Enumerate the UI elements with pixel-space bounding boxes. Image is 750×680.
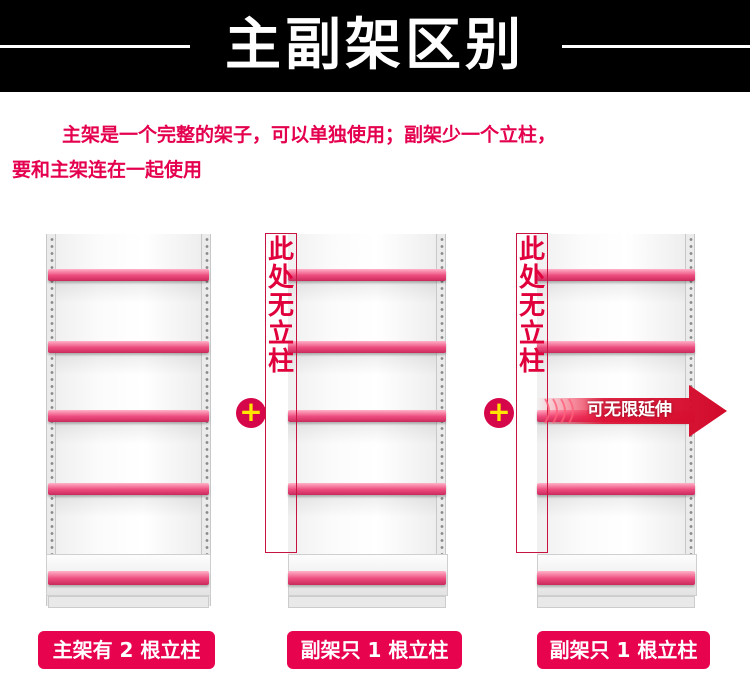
main-rack-label: 主架有 2 根立柱 bbox=[38, 631, 215, 669]
missing-post-marker: 此处无立柱 bbox=[265, 233, 297, 553]
shelf-shadow bbox=[288, 422, 436, 444]
description-line-2: 要和主架连在一起使用 bbox=[12, 159, 203, 181]
shelf-shadow bbox=[537, 281, 685, 303]
header-left-line bbox=[0, 45, 190, 48]
shelf-shadow bbox=[537, 422, 685, 444]
extend-arrow-text: 可无限延伸 bbox=[587, 400, 672, 420]
shelf-2 bbox=[48, 341, 209, 353]
rack-foot bbox=[288, 596, 446, 608]
rack-foot bbox=[537, 596, 695, 608]
missing-post-marker: 此处无立柱 bbox=[516, 233, 548, 553]
extend-arrow: 可无限延伸 bbox=[537, 385, 727, 437]
shelf-4 bbox=[48, 483, 209, 495]
header-right-line bbox=[562, 45, 750, 48]
page-title: 主副架区别 bbox=[225, 13, 525, 78]
shelf-shadow bbox=[56, 422, 201, 444]
shelf-2 bbox=[288, 341, 446, 353]
shelf-shadow bbox=[56, 281, 201, 303]
plus-icon: + bbox=[484, 398, 514, 428]
plus-icon: + bbox=[236, 398, 266, 428]
main-rack bbox=[46, 234, 211, 614]
shelf-shadow bbox=[56, 495, 201, 517]
shelf-bottom bbox=[537, 571, 695, 585]
rack-foot bbox=[48, 596, 209, 608]
shelf-shadow bbox=[288, 495, 436, 517]
arrow-right-icon bbox=[537, 385, 727, 437]
shelf-1 bbox=[48, 269, 209, 281]
shelf-2 bbox=[537, 341, 695, 353]
sub-rack-1-label: 副架只 1 根立柱 bbox=[287, 631, 462, 669]
sub-rack-2-label: 副架只 1 根立柱 bbox=[537, 631, 710, 669]
shelf-shadow bbox=[56, 353, 201, 375]
shelf-3 bbox=[48, 410, 209, 422]
shelf-shadow bbox=[288, 281, 436, 303]
shelf-bottom bbox=[48, 571, 209, 585]
description-line-1: 主架是一个完整的架子，可以单独使用；副架少一个立柱， bbox=[62, 124, 557, 146]
shelf-shadow bbox=[288, 353, 436, 375]
shelf-bottom bbox=[288, 571, 446, 585]
missing-post-note: 此处无立柱 bbox=[267, 235, 294, 377]
shelf-shadow bbox=[537, 353, 685, 375]
shelf-4 bbox=[288, 483, 446, 495]
shelf-1 bbox=[288, 269, 446, 281]
sub-rack-1 bbox=[288, 234, 448, 614]
shelf-4 bbox=[537, 483, 695, 495]
missing-post-note: 此处无立柱 bbox=[518, 235, 545, 377]
header-banner: 主副架区别 bbox=[0, 0, 750, 92]
shelf-shadow bbox=[537, 495, 685, 517]
description-text: 主架是一个完整的架子，可以单独使用；副架少一个立柱， 要和主架连在一起使用 bbox=[12, 118, 742, 188]
shelf-3 bbox=[288, 410, 446, 422]
shelf-1 bbox=[537, 269, 695, 281]
